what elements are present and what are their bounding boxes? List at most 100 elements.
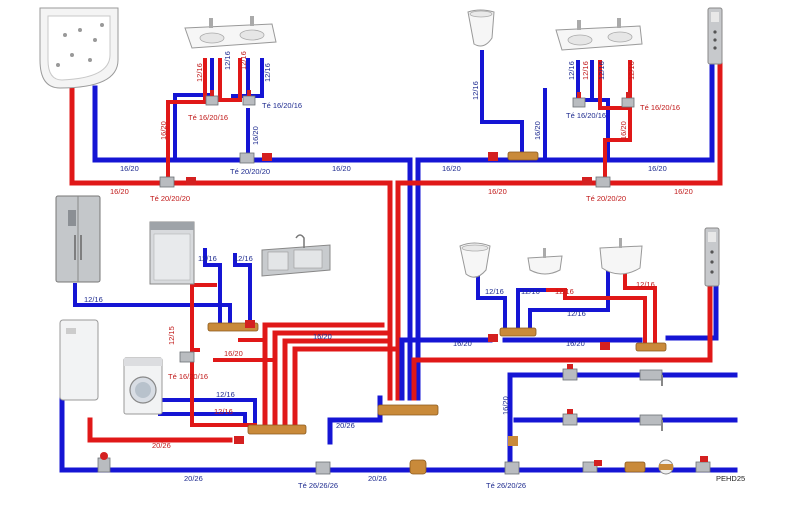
inlet-label: PEHD25 — [716, 474, 745, 483]
pipe-size-label: 16/20 — [501, 396, 510, 415]
pipe-size-label: 12/16 — [216, 390, 235, 399]
cold-pipe — [327, 395, 383, 445]
washbasin-icon — [184, 16, 277, 49]
tee-valve — [600, 342, 610, 350]
tee-label: Té 26/20/26 — [486, 481, 526, 490]
pipe-size-label: 16/20 — [159, 121, 168, 140]
washing-machine-icon — [123, 357, 163, 415]
tee-valve — [239, 152, 272, 164]
hot-pipe — [166, 58, 207, 185]
tee-label: Té 20/20/20 — [230, 167, 270, 176]
bathtub-icon — [39, 7, 119, 89]
check-valve — [582, 460, 602, 473]
gate-valve — [508, 436, 518, 446]
fixtures — [39, 7, 723, 415]
tee-label: Té 16/20/16 — [188, 113, 228, 122]
pipe-size-label: 12/16 — [84, 295, 103, 304]
pipe-labels: 12/16 12/16 12/16 12/16 16/20 Té 16/20/1… — [84, 51, 745, 490]
pipe-size-label: 12/16 — [581, 61, 590, 80]
pipe-size-label: 16/20 — [453, 339, 472, 348]
tee-label: Té 16/20/16 — [262, 101, 302, 110]
ball-valve — [562, 409, 578, 426]
tee-label: Té 20/20/20 — [150, 194, 190, 203]
washbasin-icon — [599, 238, 643, 275]
pipe-size-label: 12/16 — [263, 63, 272, 82]
tee-valve — [97, 452, 111, 473]
hot-pipe — [623, 270, 657, 347]
washbasin-icon — [555, 18, 643, 51]
cold-pipe — [516, 288, 547, 330]
shower-panel-icon — [704, 227, 720, 287]
hot-pipe — [395, 59, 723, 401]
shower-panel-icon — [707, 7, 723, 65]
pipe-size-label: 12/16 — [234, 254, 253, 263]
hot-pipe — [69, 85, 393, 401]
pipe-size-label: 16/20 — [120, 164, 139, 173]
tee-valve — [205, 90, 219, 106]
pipe-size-label: 16/20 — [533, 121, 542, 140]
urinal-icon — [467, 9, 495, 47]
pipe-size-label: 12/16 — [223, 51, 232, 70]
manifold — [377, 404, 439, 416]
pipe-size-label: 12/16 — [521, 287, 540, 296]
pipe-size-label: 16/20 — [619, 121, 628, 140]
pipe-size-label: 12/16 — [555, 287, 574, 296]
tee-valve — [488, 152, 498, 161]
manifold — [247, 424, 307, 435]
pipe-size-label: 16/20 — [224, 349, 243, 358]
tee-label: Té 16/20/16 — [168, 372, 208, 381]
faucet — [639, 369, 663, 386]
tee-label: Té 16/20/16 — [640, 103, 680, 112]
pipe-size-label: 16/20 — [332, 164, 351, 173]
cold-pipe — [203, 263, 222, 327]
pipe-size-label: 12/16 — [239, 51, 248, 70]
pipe-size-label: 12/16 — [214, 407, 233, 416]
pipe-size-label: 12/16 — [471, 81, 480, 100]
tee-valve — [582, 176, 611, 188]
cold-pipe — [476, 263, 507, 330]
manifold — [499, 327, 537, 337]
tee-label: Té 20/20/20 — [586, 194, 626, 203]
cold-pipe — [233, 263, 252, 327]
pipe-size-label: 16/20 — [442, 164, 461, 173]
pipe-size-label: 12/16 — [567, 309, 586, 318]
tee-label: Té 16/20/16 — [566, 111, 606, 120]
stop-valve — [695, 456, 711, 473]
cold-pipe — [158, 412, 247, 427]
pipe-size-label: 16/20 — [566, 339, 585, 348]
cold-pipe — [399, 337, 493, 401]
pipe-size-label: 12/16 — [485, 287, 504, 296]
urinal-icon — [459, 242, 491, 278]
tee-label: Té 26/26/26 — [298, 481, 338, 490]
tee-valve — [488, 334, 498, 342]
water-meter — [658, 459, 674, 475]
pipe-network — [59, 50, 738, 473]
pipe-size-label: 20/26 — [368, 474, 387, 483]
valves — [97, 90, 711, 475]
pipe-size-label: 12/16 — [597, 61, 606, 80]
water-heater-icon — [59, 319, 99, 401]
cold-pipe — [480, 50, 524, 160]
refrigerator-icon — [55, 195, 101, 283]
hot-pipe — [190, 356, 257, 427]
cold-pipe — [173, 58, 214, 162]
tee-valve — [621, 92, 635, 108]
ball-valve — [562, 364, 578, 381]
tee-valve — [159, 176, 196, 188]
manifold — [507, 151, 539, 161]
tee-valve — [572, 92, 586, 108]
pipe-size-label: 12/16 — [195, 63, 204, 82]
cold-pipe — [528, 268, 610, 330]
hot-pipe — [262, 322, 385, 428]
pipe-size-label: 16/20 — [313, 332, 332, 341]
pipe-size-label: 20/26 — [336, 421, 355, 430]
hot-pipe — [563, 288, 647, 347]
cold-pipe — [73, 283, 232, 327]
tee-valve — [245, 320, 255, 328]
cold-pipe — [415, 57, 715, 401]
sink-icon — [261, 234, 331, 277]
manifold — [635, 342, 667, 352]
dishwasher-icon — [149, 221, 195, 285]
